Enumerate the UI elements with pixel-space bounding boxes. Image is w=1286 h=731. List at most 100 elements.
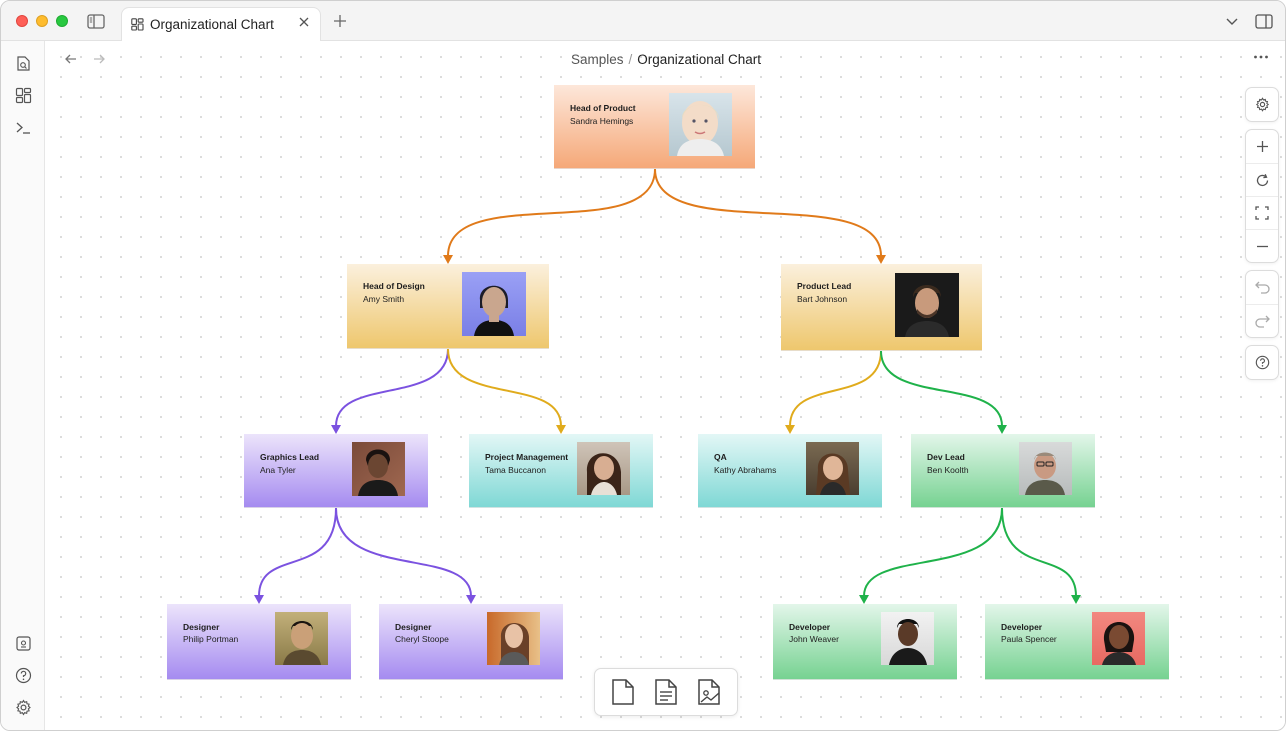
right-sidebar-toggle-icon[interactable] [1255,13,1273,29]
minimize-window-button[interactable] [36,15,48,27]
node-role: Head of Product [570,103,636,113]
arrow-head [556,425,566,434]
node-qa[interactable]: QA Kathy Abrahams [698,434,882,508]
zoom-out-icon[interactable] [1246,229,1278,262]
refresh-icon[interactable] [1246,163,1278,196]
node-designer-2[interactable]: Designer Cheryl Stoope [379,604,563,680]
node-role: Project Management [485,452,569,462]
node-developer-1[interactable]: Developer John Weaver [773,604,957,680]
node-role: Product Lead [797,281,852,291]
connector-graphics-designer2 [335,507,472,597]
arrow-head [466,595,476,604]
node-graphics-lead[interactable]: Graphics Lead Ana Tyler [244,434,428,508]
connector-lead-dev [880,350,1003,427]
node-project-management[interactable]: Project Management Tama Buccanon [469,434,653,508]
text-page-icon[interactable] [651,677,681,707]
node-designer-1[interactable]: Designer Philip Portman [167,604,351,680]
node-head-of-product[interactable]: Head of Product Sandra Hemings [554,85,755,169]
avatar [352,442,405,496]
breadcrumb-parent[interactable]: Samples [570,52,624,67]
avatar [806,442,859,495]
tab-organizational-chart[interactable]: Organizational Chart [121,7,321,41]
help-icon[interactable] [12,664,34,686]
page-type-toolbar [594,668,738,716]
node-name: Amy Smith [363,294,405,304]
node-name: Kathy Abrahams [714,465,777,475]
connectors [254,168,1081,604]
node-role: Dev Lead [927,452,965,462]
node-name: Bart Johnson [797,294,848,304]
id-card-icon[interactable] [12,632,34,654]
node-product-lead[interactable]: Product Lead Bart Johnson [781,264,982,351]
help-icon[interactable] [1246,346,1278,379]
node-role: Developer [789,622,831,632]
help-toolbar [1245,345,1279,380]
more-options-icon[interactable] [1253,51,1269,67]
node-developer-2[interactable]: Developer Paula Spencer [985,604,1169,680]
node-role: Graphics Lead [260,452,320,462]
org-chart-canvas[interactable]: Samples / Organizational Chart [45,41,1285,730]
settings-toolbar [1245,87,1279,122]
connector-lead-qa [789,350,882,427]
node-role: QA [714,452,727,462]
node-name: Cheryl Stoope [395,634,449,644]
terminal-icon[interactable] [12,116,34,138]
blank-page-icon[interactable] [608,677,638,707]
avatar [895,273,959,337]
back-arrow-icon[interactable] [63,51,79,67]
connector-product-design [447,168,656,257]
connector-graphics-designer1 [258,507,337,597]
tab-list-chevron-icon[interactable] [1224,13,1240,29]
zoom-toolbar [1245,129,1279,263]
zoom-in-icon[interactable] [1246,130,1278,163]
breadcrumb: Samples / Organizational Chart [45,52,1285,67]
avatar [577,442,630,495]
connector-design-pm [447,348,562,427]
breadcrumb-current: Organizational Chart [637,52,762,67]
node-name: Paula Spencer [1001,634,1057,644]
forward-arrow-icon[interactable] [91,51,107,67]
node-name: Tama Buccanon [485,465,546,475]
node-role: Developer [1001,622,1043,632]
image-page-icon[interactable] [694,677,724,707]
avatar [275,612,328,665]
gear-icon[interactable] [1246,88,1278,121]
connector-product-lead [654,168,882,257]
avatar [487,612,540,665]
title-bar: Organizational Chart [1,1,1285,41]
avatar [1019,442,1072,495]
node-role: Designer [395,622,432,632]
undo-icon[interactable] [1246,271,1278,304]
arrow-head [785,425,795,434]
arrow-head [331,425,341,434]
new-tab-icon[interactable] [332,13,348,29]
close-window-button[interactable] [16,15,28,27]
node-head-of-design[interactable]: Head of Design Amy Smith [347,264,549,349]
search-file-icon[interactable] [12,52,34,74]
gear-icon[interactable] [12,696,34,718]
connector-design-graphics [335,348,449,427]
dashboard-icon[interactable] [12,84,34,106]
node-dev-lead[interactable]: Dev Lead Ben Koolth [911,434,1095,508]
node-name: Ana Tyler [260,465,296,475]
canvas-nav: Samples / Organizational Chart [45,41,1285,77]
node-role: Designer [183,622,220,632]
node-role: Head of Design [363,281,425,291]
breadcrumb-separator: / [628,52,633,67]
avatar [669,93,732,156]
avatar [462,272,526,336]
maximize-window-button[interactable] [56,15,68,27]
redo-icon[interactable] [1246,304,1278,337]
sidebar-toggle-icon[interactable] [87,13,105,29]
node-name: John Weaver [789,634,839,644]
arrow-head [254,595,264,604]
arrow-head [443,255,453,264]
dashboard-icon [131,18,144,31]
fit-screen-icon[interactable] [1246,196,1278,229]
connector-dev-developer2 [1001,507,1077,597]
avatar [1092,612,1145,665]
close-tab-icon[interactable] [297,16,311,30]
left-rail [1,41,45,730]
history-toolbar [1245,270,1279,338]
